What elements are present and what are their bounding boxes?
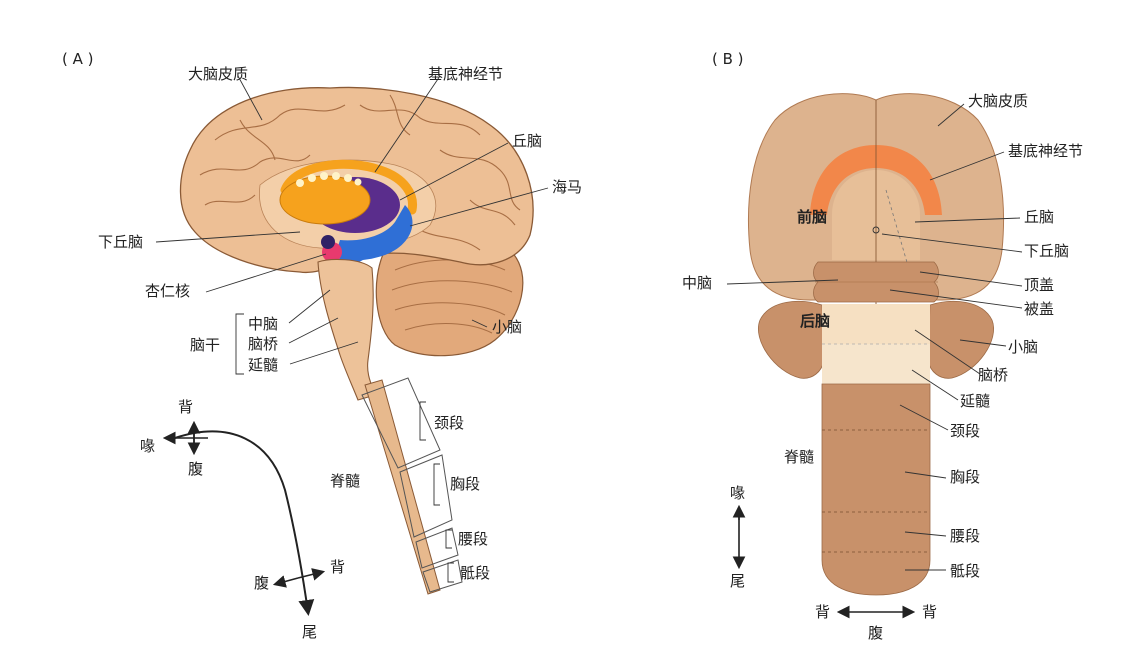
a-label-thalamus: 丘脑 [512,132,542,150]
a-orientation-axes: 背 喙 腹 腹 背 尾 [140,398,345,641]
panel-a-tag: ( A ) [62,50,94,68]
b-label-cerebellum: 小脑 [1008,338,1038,356]
b-label-spinal-cord: 脊髓 [784,448,814,466]
b-label-midbrain: 中脑 [682,274,712,292]
a-label-midbrain: 中脑 [248,315,278,333]
a-label-hippocampus: 海马 [552,178,582,196]
b-axis-caudal: 尾 [730,572,745,590]
cortex-sulci [199,94,521,251]
b-label-tectum: 顶盖 [1024,276,1054,294]
b-label-tegmentum: 被盖 [1024,300,1054,318]
b-axis-ventral: 腹 [868,624,883,642]
b-label-thalamus: 丘脑 [1024,208,1054,226]
b-orientation-axes: 喙 尾 背 背 腹 [730,484,937,642]
b-label-hypothalamus: 下丘脑 [1024,242,1069,260]
b-label-thoracic: 胸段 [950,468,980,486]
b-axis-rostral: 喙 [730,484,745,502]
a-label-cerebellum: 小脑 [492,318,522,336]
a-label-medulla: 延髓 [248,356,278,374]
a-label-brainstem: 脑干 [190,336,220,354]
a-label-sacral: 骶段 [460,564,490,582]
brainstem-shape [317,258,376,401]
a-axis-rostral: 喙 [140,437,155,455]
a-label-cortex: 大脑皮质 [188,65,248,83]
b-label-forebrain: 前脑 [797,208,827,226]
a-label-pons: 脑桥 [248,335,278,353]
b-axis-dorsal-left: 背 [815,603,830,621]
panel-a: ( A ) [62,50,582,641]
b-label-medulla: 延髓 [960,392,990,410]
basal-ganglia-shape [280,159,417,215]
b-basal-ganglia-shape [810,145,942,215]
b-label-cervical: 颈段 [950,422,980,440]
b-axis-dorsal-right: 背 [922,603,937,621]
b-cerebellum-left-shape [758,300,825,379]
spinal-cord-shape [364,379,441,595]
b-pons-shape [822,304,930,344]
b-medulla-shape [822,344,930,384]
b-spinal-cord-shape [821,383,931,596]
a-axis-dorsal-bottom: 背 [330,558,345,576]
a-axis-dorsal-top: 背 [178,398,193,416]
a-label-hypothalamus: 下丘脑 [98,233,143,251]
b-label-lumbar: 腰段 [950,527,980,545]
a-label-amygdala: 杏仁核 [145,282,190,300]
b-label-basal-ganglia: 基底神经节 [1008,142,1083,160]
a-label-spinal-cord: 脊髓 [330,472,360,490]
a-axis-ventral-top: 腹 [188,460,203,478]
a-axis-ventral-bottom: 腹 [254,574,269,592]
b-label-sacral: 骶段 [950,562,980,580]
panel-b: ( B ) [682,50,1083,642]
b-label-cortex: 大脑皮质 [968,92,1028,110]
panel-b-tag: ( B ) [712,50,744,68]
a-axis-caudal: 尾 [302,623,317,641]
b-label-hindbrain: 后脑 [800,312,830,330]
a-label-cervical: 颈段 [434,414,464,432]
a-label-thoracic: 胸段 [450,475,480,493]
b-label-pons: 脑桥 [978,366,1008,384]
a-label-lumbar: 腰段 [458,530,488,548]
a-label-basal-ganglia: 基底神经节 [428,65,503,83]
